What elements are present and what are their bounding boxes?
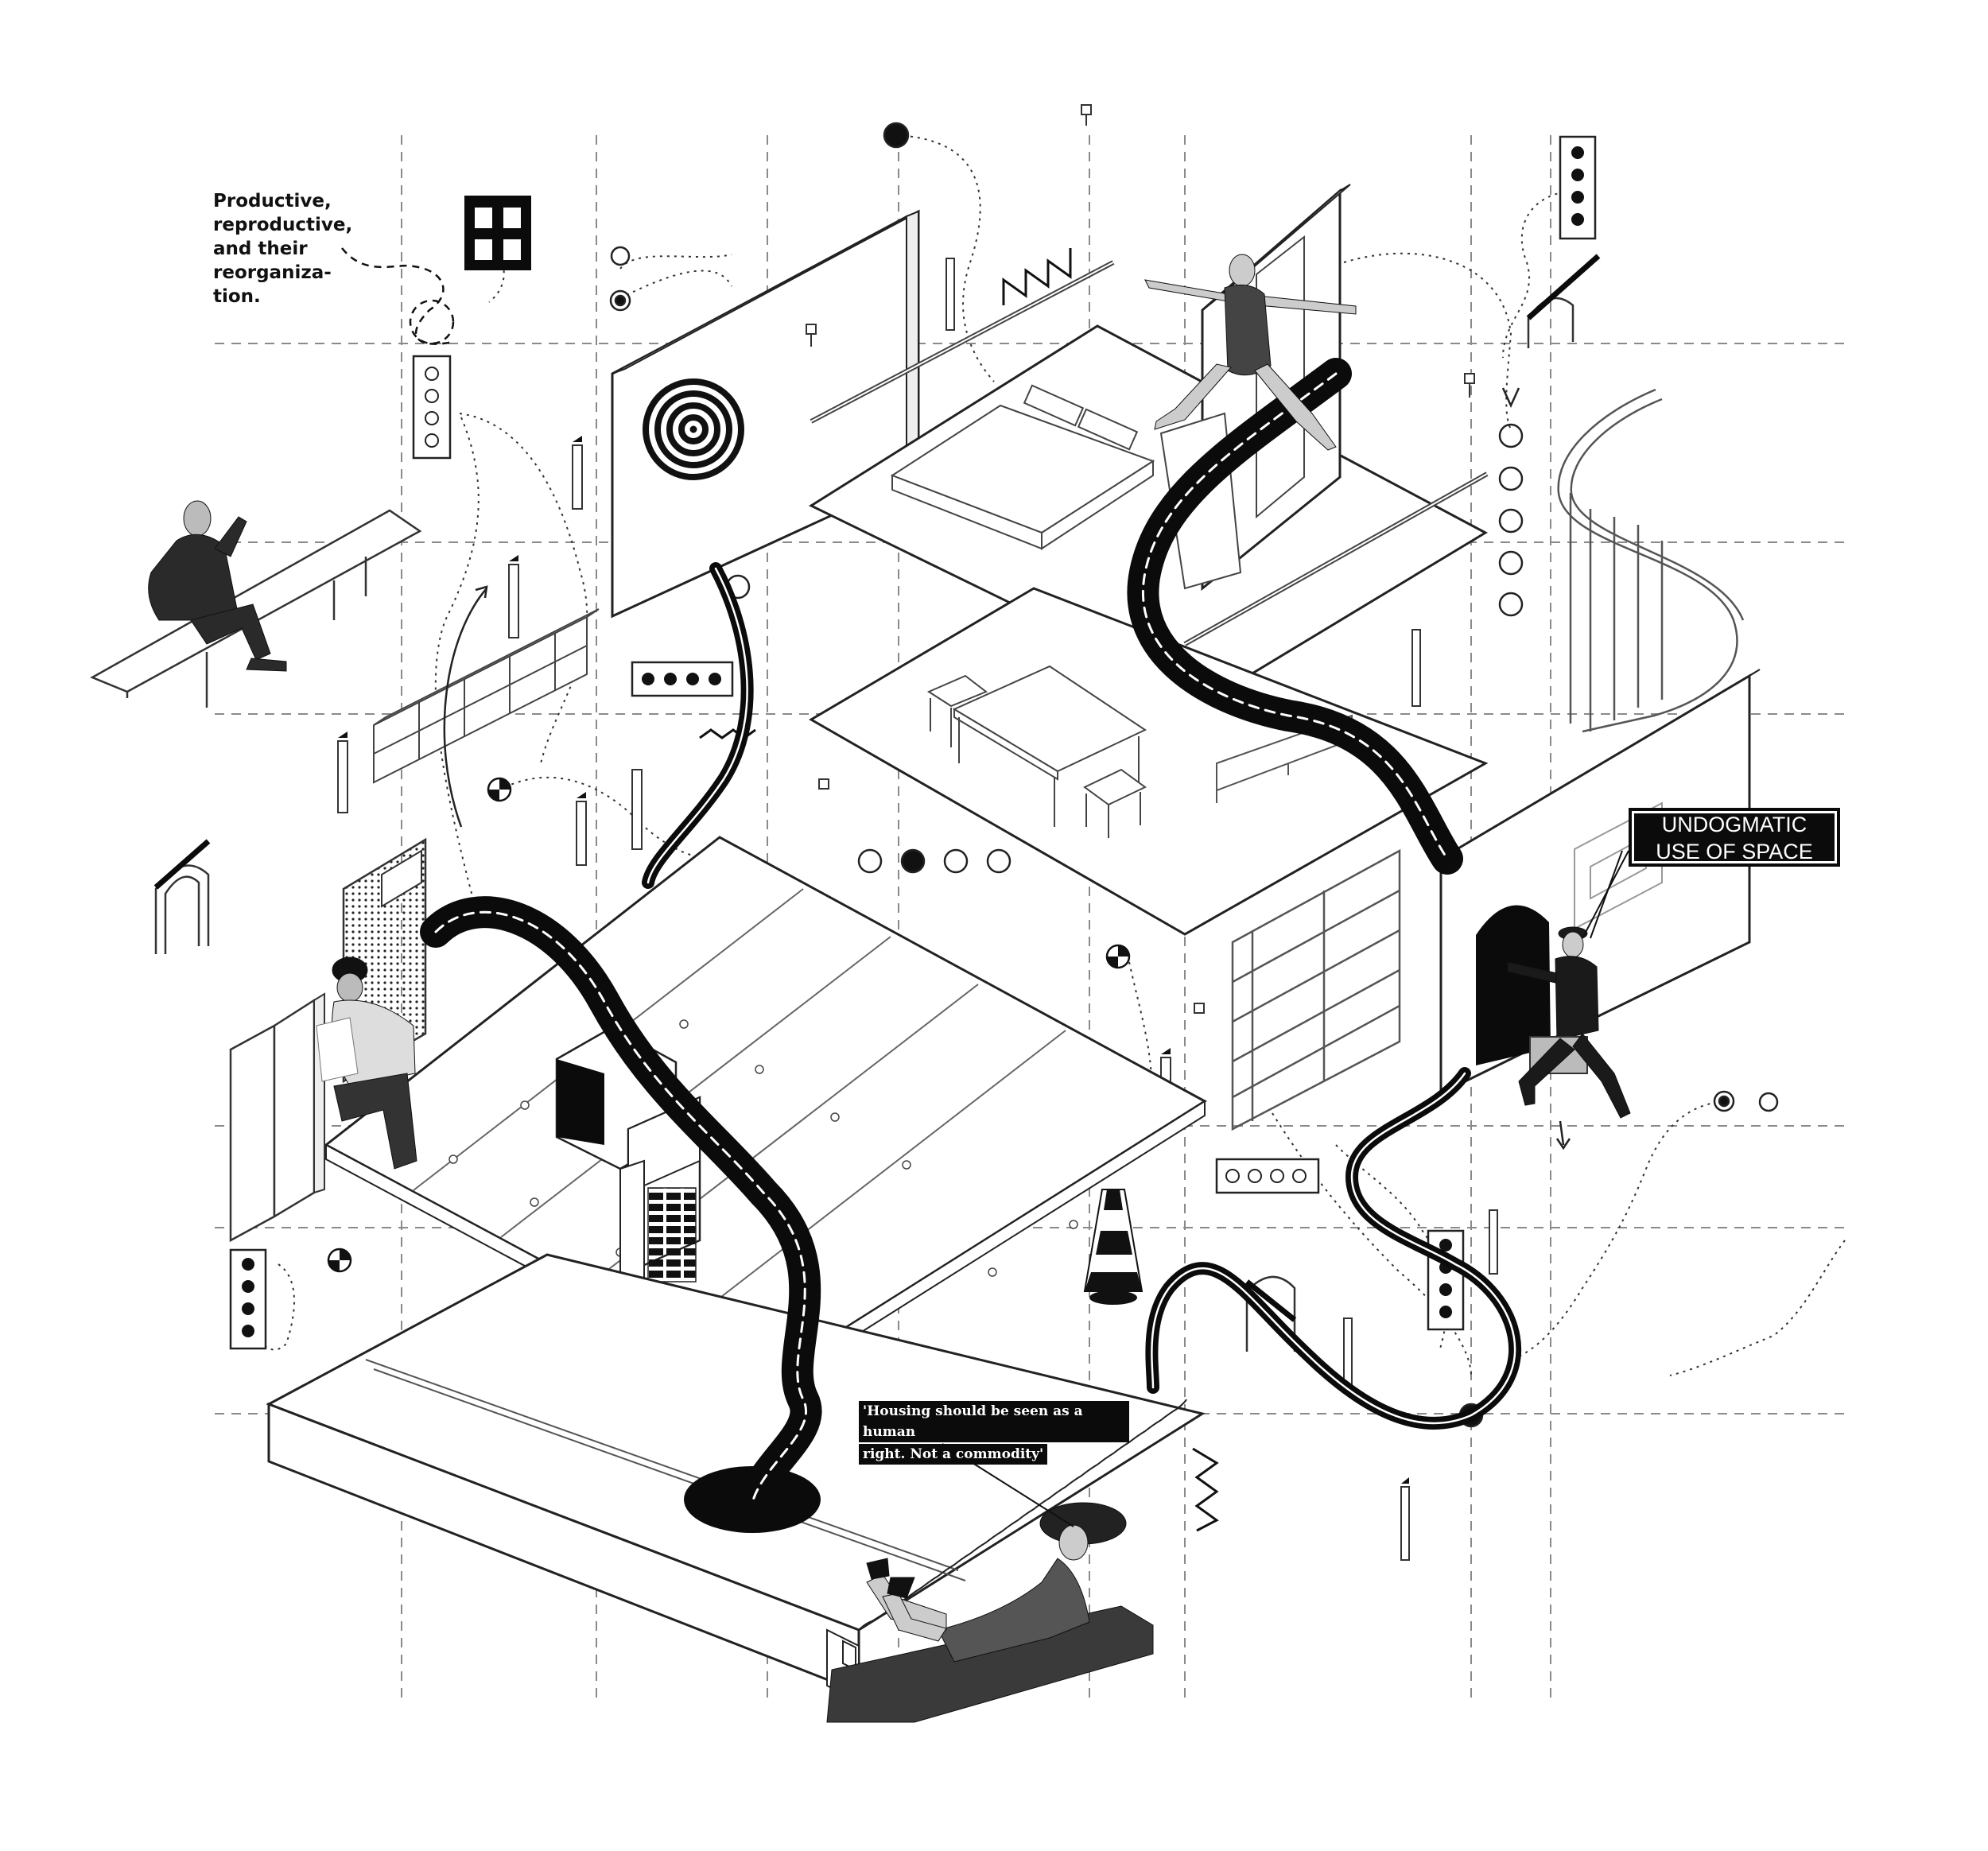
figure-man-reading <box>316 957 417 1170</box>
space-label-line-1: UNDOGMATIC <box>1661 813 1807 836</box>
main-caption-line-5: tion. <box>213 286 261 307</box>
space-label-leader <box>1582 850 1629 939</box>
arrow-markers <box>443 387 1571 1151</box>
space-label-line-2: USE OF SPACE <box>1656 840 1813 863</box>
floor-pegs <box>448 1019 1078 1329</box>
road-lower-right <box>1145 1067 1522 1430</box>
right-wall-panel <box>1439 669 1761 1096</box>
bed <box>890 384 1155 550</box>
dot-panel-vertical-outline <box>412 355 452 460</box>
figure-man-jumping-briefcase <box>1507 926 1631 1119</box>
main-caption-line-4: reorganiza- <box>213 262 332 283</box>
air-duct-ac-unit <box>555 1026 701 1290</box>
quote-line-2: right. Not a commodity' <box>859 1444 1048 1465</box>
figure-man-seated-cigar <box>148 500 287 672</box>
post-caps <box>338 436 1409 1484</box>
target-wall-panel <box>611 209 920 619</box>
spiral-staircase <box>1557 388 1745 733</box>
main-caption-line-1: Productive, <box>213 191 332 211</box>
road-paths <box>420 358 1522 1519</box>
ac-grille <box>647 1187 697 1283</box>
scalloped-edge <box>858 1399 1187 1631</box>
dot-panel-vertical-filled-left <box>229 1248 267 1350</box>
tall-shelving <box>1231 848 1401 1131</box>
dot-panel-horizontal-filled <box>631 661 734 697</box>
main-caption-line-2: reproductive, <box>213 215 353 235</box>
dot-panel-vertical-filled-top <box>1559 135 1597 240</box>
figure-woman-lying <box>826 1502 1154 1723</box>
dot-panel-horizontal-outline <box>1215 1158 1320 1194</box>
dot-row-mixed <box>857 848 1011 874</box>
main-caption-line-3: and their <box>213 239 308 259</box>
window-icon <box>464 196 531 270</box>
road-from-upper-panel <box>642 562 754 889</box>
small-pins <box>806 104 1475 1014</box>
traffic-cone-icon <box>1083 1189 1143 1305</box>
bench-upper-left <box>90 509 422 708</box>
arched-doorway <box>1476 905 1551 1065</box>
road-center-to-hole <box>420 896 822 1519</box>
housing-quote: 'Housing should be seen as a human right… <box>859 1401 1129 1466</box>
road-from-dancer <box>1127 358 1463 875</box>
concentric-target-icon <box>643 378 744 480</box>
dining-platform <box>809 587 1489 936</box>
undogmatic-space-label: UNDOGMATIC USE OF SPACE <box>1629 808 1840 867</box>
caption-pointer <box>341 247 454 345</box>
caption-pointer-ring <box>409 299 455 345</box>
main-caption: Productive, reproductive, and their reor… <box>213 189 388 308</box>
checker-markers <box>327 777 1131 1273</box>
shelving-unit <box>373 608 600 784</box>
dining-table <box>926 665 1147 838</box>
quote-line-1: 'Housing should be seen as a human <box>859 1401 1129 1442</box>
arch-gate-tops <box>153 254 1601 1322</box>
dot-column-outline <box>1498 423 1524 617</box>
figure-woman-leaping <box>1144 254 1357 451</box>
